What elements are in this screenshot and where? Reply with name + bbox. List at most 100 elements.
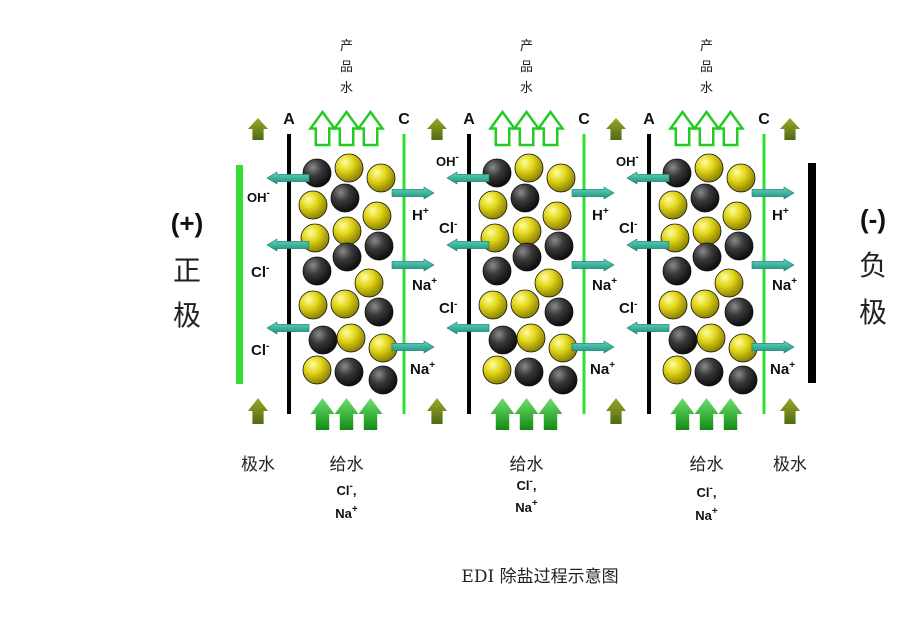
diagram-caption: EDI 除盐过程示意图	[461, 567, 618, 587]
cation-transfer-arrow	[391, 258, 435, 272]
resin-bead-dark	[364, 231, 394, 261]
feed-ion-label: Cl-,	[697, 483, 717, 500]
product-water-label: 水	[520, 81, 533, 96]
resin-bead-yellow	[336, 323, 366, 353]
resin-bead-yellow	[510, 289, 540, 319]
resin-bead-yellow	[694, 153, 724, 183]
resin-bead-dark	[544, 297, 574, 327]
resin-bead-yellow	[514, 153, 544, 183]
cation-label: Na+	[770, 360, 795, 378]
negative-electrode: (-) 负 极	[808, 163, 887, 383]
electrode-water-arrows	[248, 118, 800, 424]
resin-bead-dark	[724, 231, 754, 261]
resin-bead-dark	[330, 183, 360, 213]
resin-bead-yellow	[690, 289, 720, 319]
feed-water-arrow	[694, 398, 719, 430]
cation-transfer-arrow	[391, 340, 435, 354]
resin-bead-yellow	[354, 268, 384, 298]
feed-water-arrow	[334, 398, 359, 430]
anion-transfer-arrow	[266, 238, 310, 252]
resin-bead-yellow	[482, 355, 512, 385]
anion-label: Cl-	[619, 219, 637, 237]
anion-label: Cl-	[439, 299, 457, 317]
resin-bead-dark	[482, 158, 512, 188]
product-water-arrow	[692, 109, 721, 147]
resin-bead-dark	[364, 297, 394, 327]
resin-bead-yellow	[334, 153, 364, 183]
cation-label: Na+	[592, 276, 617, 294]
cation-membrane	[582, 134, 586, 414]
cation-transfer-arrow	[751, 340, 795, 354]
resin-bead-yellow	[722, 201, 752, 231]
anion-membrane-label: A	[463, 111, 475, 128]
feed-ion-label: Na+	[335, 504, 358, 521]
positive-electrode-plate	[236, 165, 243, 384]
resin-bead-dark	[662, 256, 692, 286]
cation-label: H+	[592, 206, 609, 224]
product-water-arrow	[536, 109, 565, 147]
cation-membrane-label: C	[578, 111, 590, 128]
cation-transfer-arrow	[571, 340, 615, 354]
resin-bead-yellow	[658, 190, 688, 220]
resin-bead-yellow	[542, 201, 572, 231]
resin-bead-yellow	[534, 268, 564, 298]
cation-label: Na+	[412, 276, 437, 294]
anion-membrane	[647, 134, 651, 414]
resin-bead-yellow	[692, 216, 722, 246]
resin-bead-yellow	[512, 216, 542, 246]
anion-transfer-arrow	[626, 171, 670, 185]
cation-label: Na+	[772, 276, 797, 294]
electrode-water-top-arrow	[427, 118, 447, 140]
anion-transfer-arrow	[626, 238, 670, 252]
product-water-arrow	[512, 109, 541, 147]
resin-bead-yellow	[302, 355, 332, 385]
resin-bead-yellow	[696, 323, 726, 353]
feed-ion-label: Cl-,	[517, 476, 537, 493]
resin-bead-yellow	[658, 290, 688, 320]
anion-transfer-arrow	[266, 321, 310, 335]
feed-water-arrow	[310, 398, 335, 430]
resin-bead-dark	[724, 297, 754, 327]
resin-bead-dark	[692, 242, 722, 272]
resin-bead-dark	[510, 183, 540, 213]
product-water-arrow	[356, 109, 385, 147]
feed-water-arrow	[538, 398, 563, 430]
product-water-arrow	[488, 109, 517, 147]
cation-transfer-arrow	[571, 258, 615, 272]
product-water-arrow	[716, 109, 745, 147]
electrode-water-bottom-arrow	[248, 398, 268, 424]
product-water-arrow	[308, 109, 337, 147]
positive-electrode: (+) 正 极	[171, 165, 243, 384]
feed-water-label: 给水	[510, 455, 544, 475]
anion-label: OH-	[616, 152, 639, 169]
feed-ion-label: Cl-,	[337, 481, 357, 498]
resin-bead-dark	[544, 231, 574, 261]
resin-bead-dark	[668, 325, 698, 355]
feed-water-label: 给水	[330, 455, 364, 475]
negative-label-2: 极	[859, 296, 887, 329]
resin-bead-yellow	[726, 163, 756, 193]
feed-water-arrow	[670, 398, 695, 430]
cation-transfer-arrow	[751, 186, 795, 200]
electrode-water-top-arrow	[606, 118, 626, 140]
cation-membrane-label: C	[398, 111, 410, 128]
resin-bead-dark	[548, 365, 578, 395]
anion-label: Cl-	[251, 263, 269, 281]
resin-bead-yellow	[478, 190, 508, 220]
anion-label: Cl-	[251, 341, 269, 359]
anion-label: Cl-	[619, 299, 637, 317]
resin-bead-dark	[302, 256, 332, 286]
feed-water-arrow	[490, 398, 515, 430]
resin-bead-yellow	[662, 355, 692, 385]
anion-label: OH-	[436, 152, 459, 169]
anion-membrane-label: A	[283, 111, 295, 128]
anion-label: Cl-	[439, 219, 457, 237]
electrode-water-label-left: 极水	[241, 455, 275, 475]
product-water-label: 品	[520, 60, 533, 75]
product-water-label: 品	[700, 60, 713, 75]
resin-bead-dark	[334, 357, 364, 387]
cation-label: Na+	[590, 360, 615, 378]
anion-label: OH-	[247, 188, 270, 205]
anion-transfer-arrow	[266, 171, 310, 185]
